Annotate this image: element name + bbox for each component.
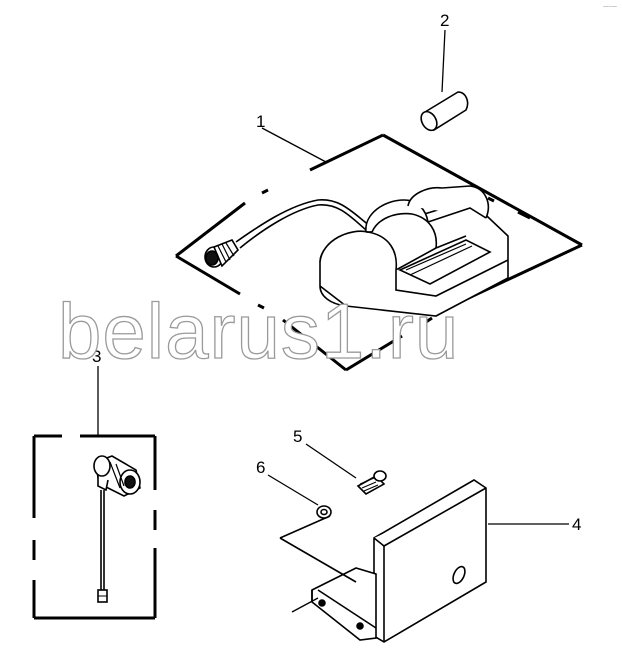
callout-1: 1: [256, 112, 265, 131]
callout-labels: 1 2 3 4 5 6: [92, 11, 581, 534]
callout-4: 4: [572, 515, 581, 534]
leader-lines: [97, 29, 569, 613]
corner-mark: —‐—: [603, 3, 617, 10]
assembly-3-elbow-connector: [32, 434, 157, 620]
part-5-bolt: [356, 470, 387, 495]
part-6-washer: [316, 505, 332, 519]
callout-2: 2: [440, 11, 449, 30]
callout-5: 5: [293, 427, 302, 446]
watermark: belarus1.ru: [58, 287, 459, 375]
part-4-bracket: [279, 479, 487, 643]
elbow-connector: [93, 455, 141, 603]
callout-3: 3: [92, 347, 101, 366]
callout-6: 6: [256, 458, 265, 477]
connector-plug: [204, 239, 240, 268]
mounting-plate-outline: [175, 133, 583, 372]
battery-box: [319, 185, 509, 317]
cable: [235, 199, 371, 243]
part-2-cylinder: [420, 91, 469, 132]
assembly-1-battery-box: [175, 133, 583, 372]
